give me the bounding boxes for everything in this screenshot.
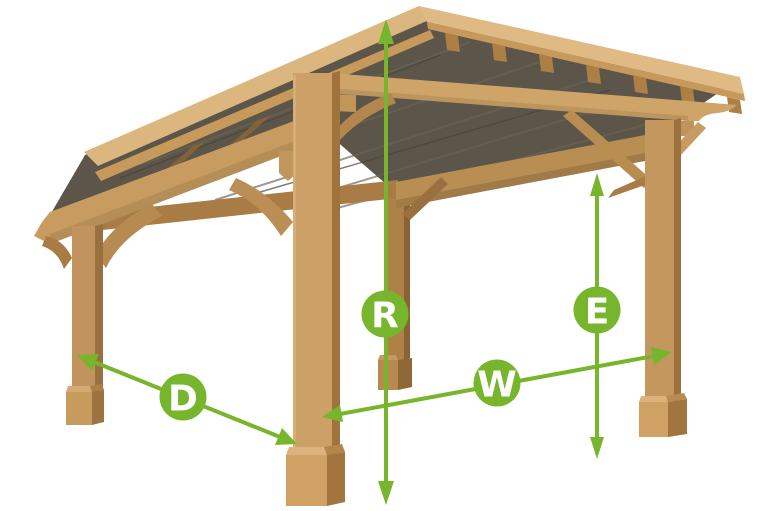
dimension-label-w: W xyxy=(477,365,517,406)
dimension-label-r: R xyxy=(371,296,399,337)
far-post-brace xyxy=(402,177,448,220)
right-post-base xyxy=(639,402,668,437)
rafter-hint xyxy=(230,116,270,145)
dimension-badge-e: E xyxy=(573,286,621,334)
near-post xyxy=(286,71,345,506)
near-post-base xyxy=(286,455,327,506)
back-right-beam xyxy=(396,132,661,208)
roof-top-surface xyxy=(84,6,745,181)
dimension-badge-r: R xyxy=(361,290,409,338)
left-post-brace-left xyxy=(42,236,72,269)
near-post-corbel-left xyxy=(279,151,297,181)
roof-fascia-left xyxy=(95,30,434,181)
near-post-brace-right xyxy=(334,93,396,140)
dimension-arrow-r xyxy=(378,19,394,505)
rafter-hint xyxy=(168,142,205,168)
near-post-brace-left xyxy=(229,178,293,236)
left-post xyxy=(66,224,104,425)
front-right-beam xyxy=(330,73,737,121)
dimension-label-d: D xyxy=(168,379,198,420)
right-post-brace-left xyxy=(563,110,652,188)
left-post-base xyxy=(66,392,92,425)
front-left-beam xyxy=(34,112,318,244)
dimension-badge-d: D xyxy=(159,373,207,421)
right-post xyxy=(639,118,687,437)
left-post-brace-right xyxy=(96,204,162,268)
dimension-label-e: E xyxy=(585,292,610,333)
dimension-badge-w: W xyxy=(473,359,521,407)
roof-edge-strip-right xyxy=(427,22,745,101)
rafter-tails xyxy=(445,33,742,114)
